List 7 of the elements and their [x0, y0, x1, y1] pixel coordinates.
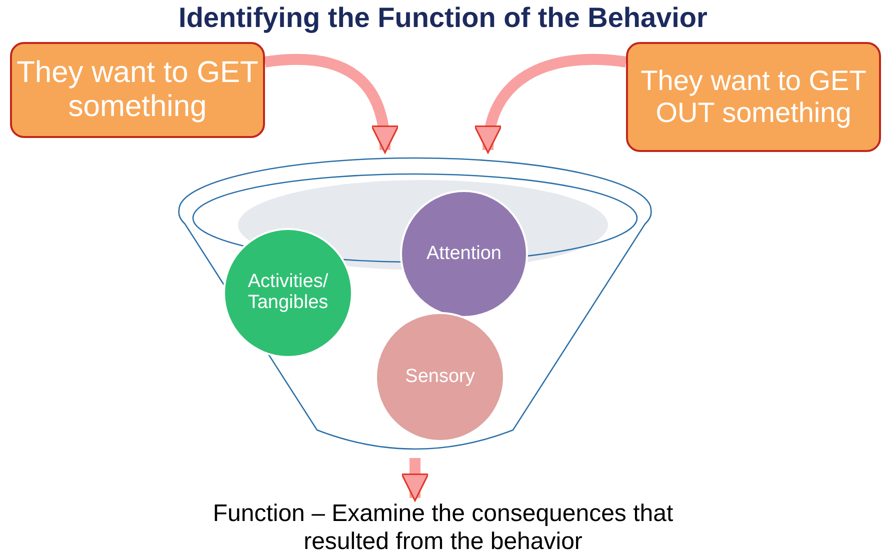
text-box: They want to GET something: [10, 42, 265, 138]
arrow: [476, 54, 627, 154]
text-box: They want to GET OUT something: [626, 42, 881, 152]
arrow: [401, 458, 429, 502]
caption-text: Function – Examine the consequences that resulted from the behavior: [143, 500, 743, 558]
arrow: [264, 54, 398, 154]
title: Identifying the Function of the Behavior: [178, 2, 708, 34]
